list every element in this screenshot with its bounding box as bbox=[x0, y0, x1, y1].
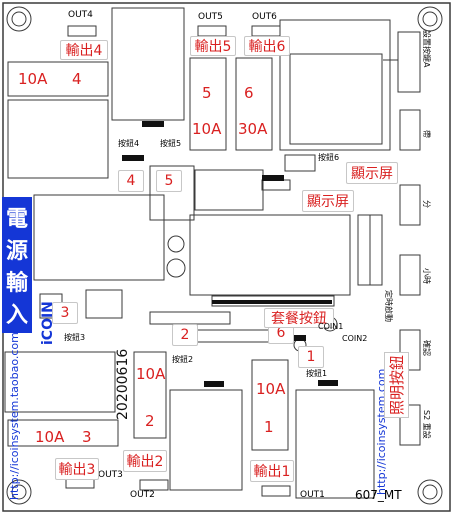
light-button-label: 照明按鈕 bbox=[384, 351, 409, 418]
button6-silk: 按鈕6 bbox=[318, 153, 340, 162]
button2-silk: 按鈕2 bbox=[172, 355, 194, 364]
relay5-amp: 10A bbox=[192, 120, 222, 138]
display-label-1: 顯示屏 bbox=[346, 162, 398, 184]
display-label-2: 顯示屏 bbox=[302, 190, 354, 212]
relay3-amp: 10A bbox=[35, 428, 65, 446]
banner-char: 入 bbox=[5, 302, 28, 328]
relay1-num: 1 bbox=[264, 418, 274, 436]
out5-silk: OUT5 bbox=[198, 12, 223, 22]
button3-silk: 按鈕3 bbox=[64, 333, 86, 342]
right-silk-setting-a: 設置按鍵A bbox=[422, 30, 431, 68]
right-silk-reset: S2 重設 bbox=[422, 410, 431, 439]
right-silk-band: 帶 bbox=[422, 130, 431, 138]
relay1-amp: 10A bbox=[256, 380, 286, 398]
out2-silk: OUT2 bbox=[130, 490, 155, 500]
right-silk-timer-start: 定時啟動 bbox=[384, 290, 393, 322]
banner-char: 輸 bbox=[5, 270, 28, 296]
coin2-silk: COIN2 bbox=[342, 334, 368, 343]
relay2-amp: 10A bbox=[136, 365, 166, 383]
button5-silk: 按鈕5 bbox=[160, 139, 182, 148]
relay2-num: 2 bbox=[145, 412, 155, 430]
output6-label: 輸出6 bbox=[244, 36, 290, 56]
button2-number: 2 bbox=[172, 324, 198, 346]
right-silk-hour: 小時 bbox=[422, 268, 431, 284]
button4-silk: 按鈕4 bbox=[118, 139, 140, 148]
right-silk-minute: 分 bbox=[422, 200, 431, 208]
left-url: http://icoinsystem.taobao.com bbox=[8, 332, 21, 500]
output4-label: 輸出4 bbox=[60, 40, 108, 60]
output5-label: 輸出5 bbox=[190, 36, 236, 56]
out4-silk: OUT4 bbox=[68, 10, 93, 20]
button3-number: 3 bbox=[52, 302, 78, 324]
relay5-num: 5 bbox=[202, 84, 212, 102]
date-silk: 20200616 bbox=[115, 348, 131, 420]
right-silk-confirm: 確認 bbox=[422, 340, 431, 356]
coin1-silk: COIN1 bbox=[318, 322, 344, 331]
button4-number: 4 bbox=[118, 170, 144, 192]
relay4-amp: 10A bbox=[18, 70, 48, 88]
output1-label: 輸出1 bbox=[250, 460, 294, 482]
button5-number: 5 bbox=[156, 170, 182, 192]
relay3-num: 3 bbox=[82, 428, 92, 446]
output3-label: 輸出3 bbox=[55, 458, 99, 480]
out6-silk: OUT6 bbox=[252, 12, 277, 22]
relay4-num: 4 bbox=[72, 70, 82, 88]
package-button-label: 套餐按鈕 bbox=[264, 308, 334, 328]
power-input-banner: 電 源 輸 入 bbox=[2, 197, 32, 333]
banner-char: 源 bbox=[5, 238, 28, 264]
out3-silk: OUT3 bbox=[98, 470, 123, 480]
button1-silk: 按鈕1 bbox=[306, 369, 328, 378]
out1-silk: OUT1 bbox=[300, 490, 325, 500]
board-code: 607_MT bbox=[355, 488, 402, 502]
banner-char: 電 bbox=[5, 206, 28, 232]
relay6-num: 6 bbox=[244, 84, 254, 102]
relay6-amp: 30A bbox=[238, 120, 268, 138]
output2-label: 輸出2 bbox=[123, 450, 167, 472]
button1-number: 1 bbox=[298, 346, 324, 368]
